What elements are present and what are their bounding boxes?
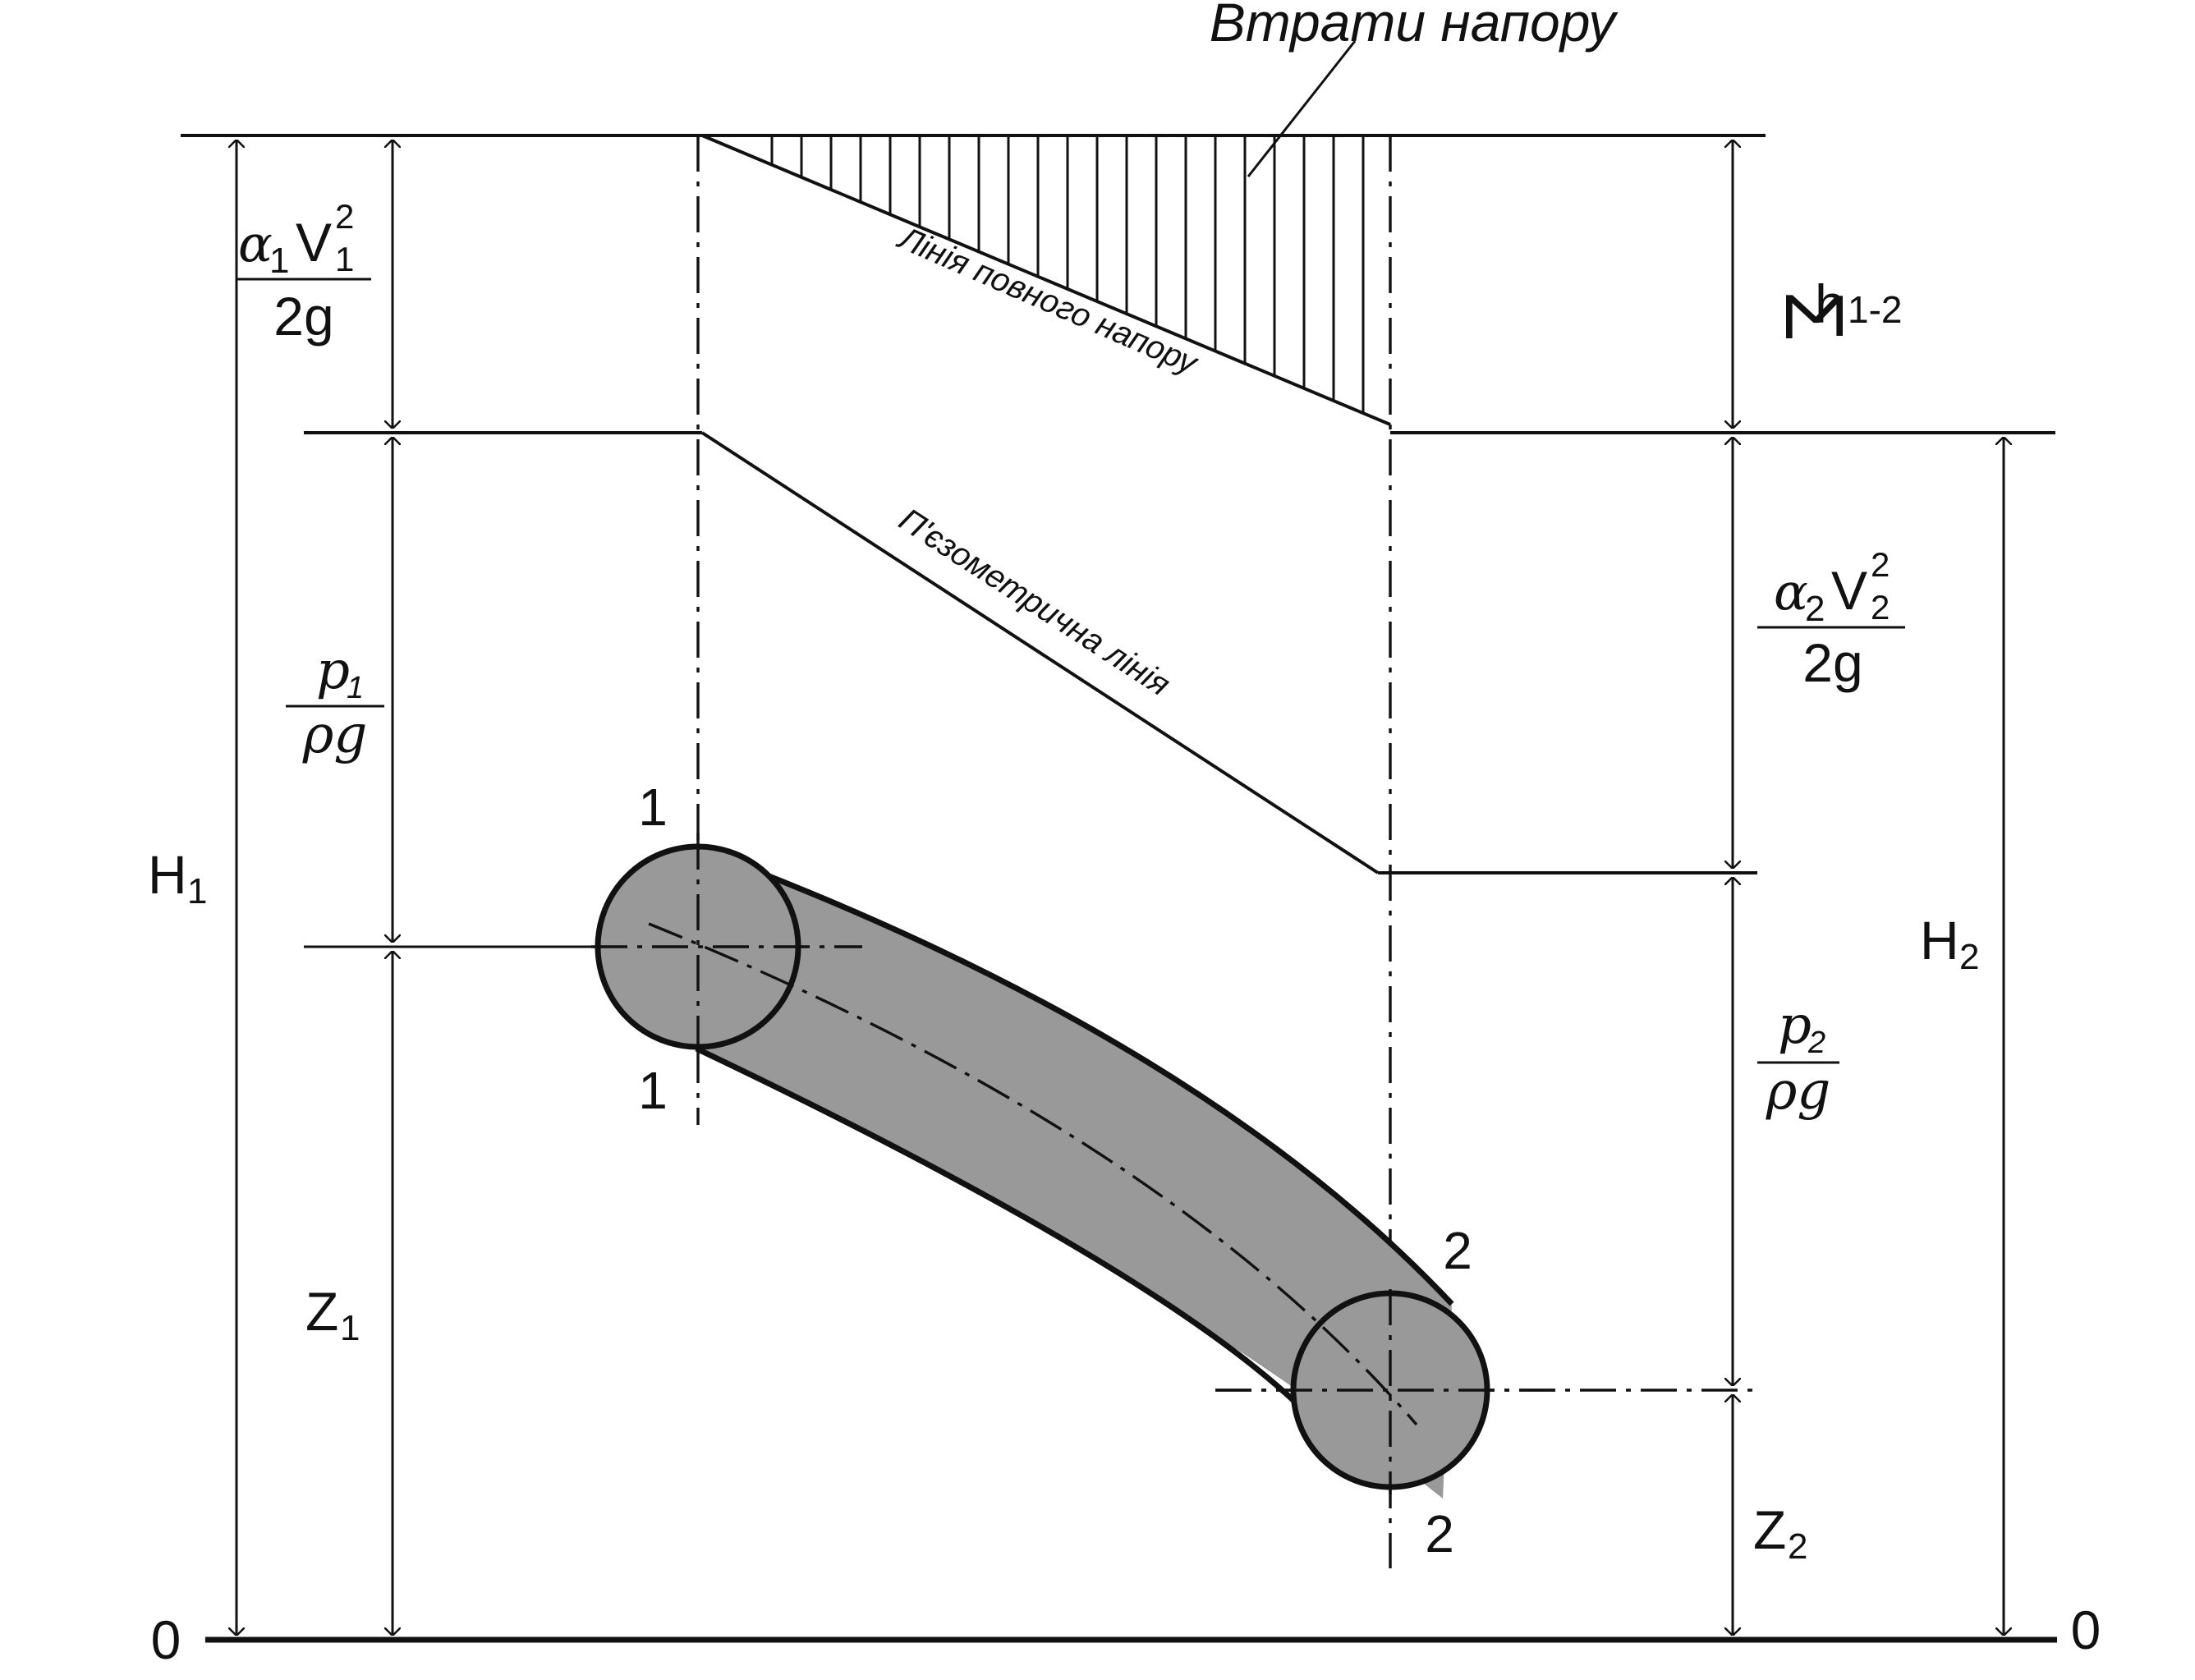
two-g-2: 2g xyxy=(1802,632,1862,693)
v1-superscript: 2 xyxy=(335,197,354,236)
h1-symbol: H xyxy=(148,844,187,905)
alpha2-symbol: α xyxy=(1774,562,1808,622)
velocity-head2-fraction: α 2 V 2 2 2g xyxy=(1757,545,1905,693)
pipe xyxy=(591,833,1560,1499)
h2-subscript: 2 xyxy=(1959,937,1979,977)
datum-left-zero: 0 xyxy=(151,1609,181,1670)
v1-symbol: V xyxy=(296,212,332,273)
rho-g-2: ρg xyxy=(1766,1061,1831,1122)
alpha1-subscript: 1 xyxy=(269,241,289,281)
velocity-head1-fraction: α 1 V 2 1 2g xyxy=(236,197,371,347)
v2-subscript: 2 xyxy=(1871,588,1890,627)
pipe-top-contour xyxy=(695,845,1454,1306)
v1-subscript: 1 xyxy=(335,240,354,278)
p1-symbol: p xyxy=(316,640,350,701)
z2-symbol: Z xyxy=(1753,1499,1786,1560)
h2-label: H 2 xyxy=(1920,910,1979,977)
head-losses-label: Втрати напору xyxy=(1210,0,1619,53)
alpha2-subscript: 2 xyxy=(1805,589,1825,629)
section1-bottom-number: 1 xyxy=(638,1061,668,1120)
z2-label: Z 2 xyxy=(1753,1499,1807,1567)
v2-symbol: V xyxy=(1831,560,1867,621)
sum-sign: Σ xyxy=(1768,291,1860,342)
alpha1-symbol: α xyxy=(238,213,273,273)
pressure-head2-fraction: p 2 ρg xyxy=(1757,995,1839,1122)
head-loss-leader xyxy=(1247,40,1357,177)
head-loss-sum-label: Σ h 1-2 xyxy=(1768,273,1902,342)
p2-subscript: 2 xyxy=(1807,1026,1825,1060)
section2-bottom-number: 2 xyxy=(1425,1504,1454,1563)
h1-subscript: 1 xyxy=(187,871,207,911)
section1-top-number: 1 xyxy=(638,778,668,837)
p2-symbol: p xyxy=(1778,995,1812,1056)
h2-symbol: H xyxy=(1920,910,1959,971)
total-head-line-label: Лінія повного напору xyxy=(892,219,1205,383)
sum-h: h xyxy=(1815,273,1845,334)
total-head-line xyxy=(701,134,1391,426)
rho-g-1: ρg xyxy=(302,705,368,765)
z1-subscript: 1 xyxy=(340,1308,360,1348)
v2-superscript: 2 xyxy=(1871,545,1890,584)
head-loss-hatching xyxy=(770,135,1365,414)
piezometric-line-label: П'єзометрична лінія xyxy=(893,502,1176,704)
z1-label: Z 1 xyxy=(305,1281,360,1348)
z1-symbol: Z xyxy=(305,1281,338,1342)
pipe-bottom-contour xyxy=(695,1045,1300,1407)
section2-top-number: 2 xyxy=(1443,1221,1472,1280)
piezometric-line xyxy=(700,431,1380,874)
datum-right-zero: 0 xyxy=(2071,1600,2101,1660)
pipe-centerline xyxy=(648,922,1418,1426)
z2-subscript: 2 xyxy=(1788,1526,1807,1567)
two-g-1: 2g xyxy=(273,286,333,347)
sum-h-subscript: 1-2 xyxy=(1848,288,1902,331)
h1-label: H 1 xyxy=(148,844,207,911)
pipe-body xyxy=(696,848,1452,1499)
p1-subscript: 1 xyxy=(347,671,364,705)
pressure-head1-fraction: p 1 ρg xyxy=(286,640,384,765)
